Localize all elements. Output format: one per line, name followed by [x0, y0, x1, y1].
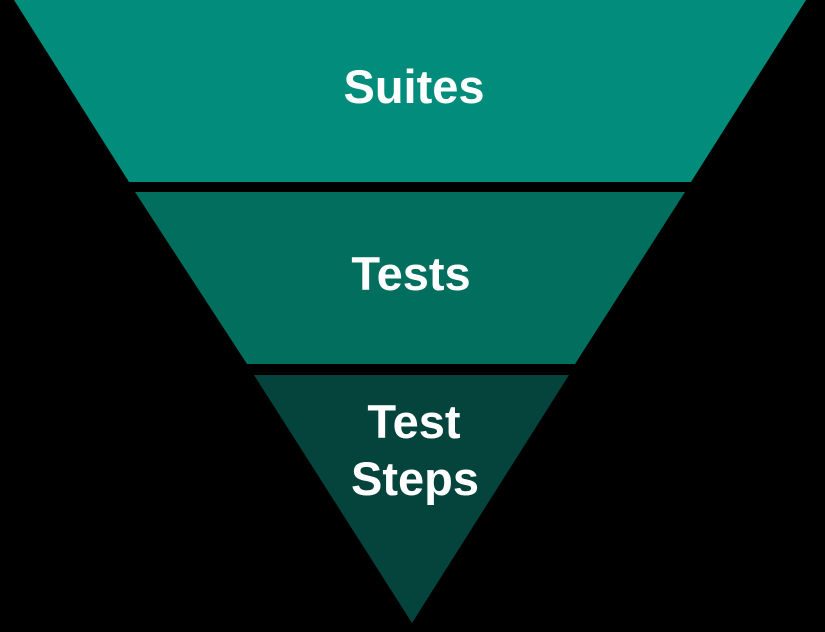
funnel-level-tests-label: Tests: [351, 247, 470, 300]
funnel-level-suites: Suites: [14, 0, 806, 182]
funnel-level-test-steps-shape: [254, 375, 569, 623]
funnel-level-test-steps: Test Steps: [254, 375, 569, 623]
funnel-level-suites-label: Suites: [343, 60, 484, 113]
funnel-level-tests: Tests: [135, 192, 685, 364]
funnel-level-tests-shape: [135, 192, 685, 364]
funnel-level-test-steps-label-line1: Test: [367, 395, 460, 448]
funnel-level-test-steps-label-line2: Steps: [351, 452, 479, 505]
funnel-level-suites-shape: [14, 0, 806, 182]
